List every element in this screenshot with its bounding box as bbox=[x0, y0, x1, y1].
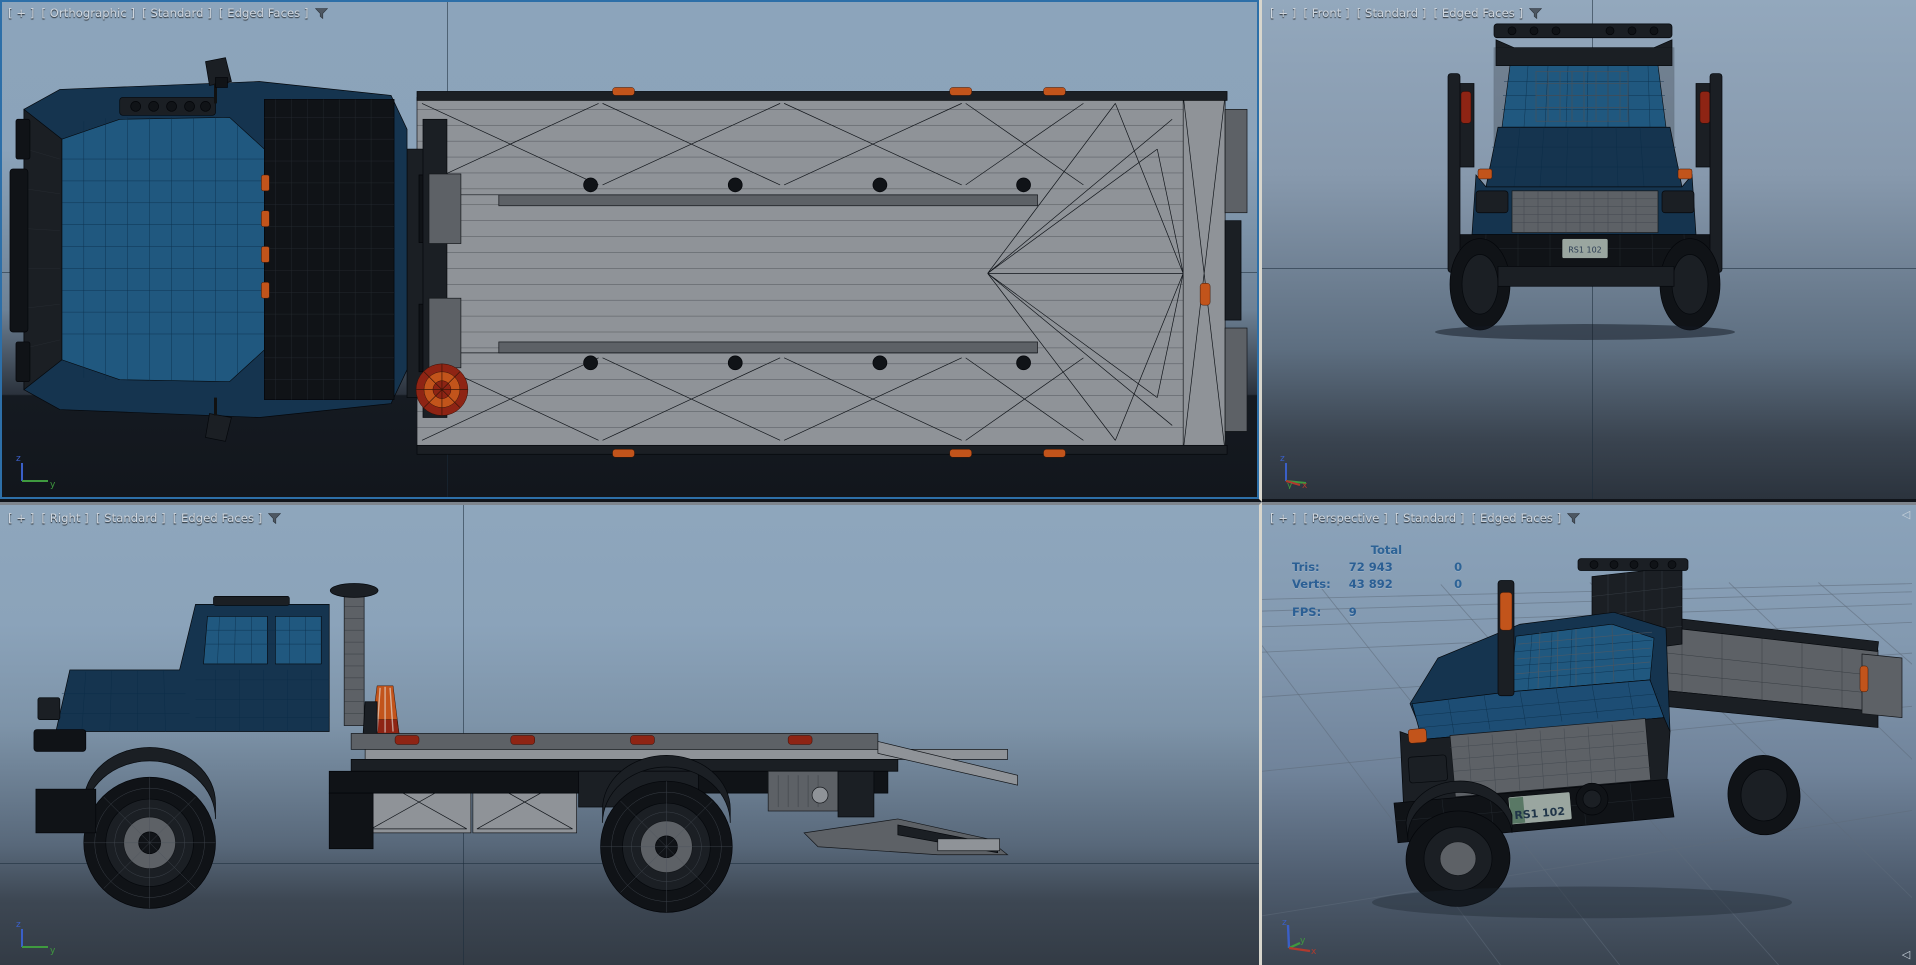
gizmo-axis-x: x bbox=[1311, 947, 1317, 955]
stats-header-spacer bbox=[1292, 541, 1337, 558]
stats-row-verts: Verts: 43 892 0 bbox=[1292, 575, 1468, 592]
label-view-name[interactable]: [ Front ] bbox=[1303, 6, 1350, 20]
stats-header-row: Total bbox=[1292, 541, 1468, 558]
viewport-label-front[interactable]: [ + ] [ Front ] [ Standard ] [ Edged Fac… bbox=[1269, 6, 1543, 20]
label-shading-preset[interactable]: [ Standard ] bbox=[1356, 6, 1427, 20]
viewport-front[interactable]: RS1 102 [ + ] [ bbox=[1262, 0, 1916, 502]
gizmo-axis-z: z bbox=[16, 454, 21, 464]
gizmo-axis-z: z bbox=[1282, 918, 1287, 928]
stats-spacer bbox=[1292, 592, 1468, 603]
gizmo-axis-z: z bbox=[1280, 454, 1285, 464]
label-plus[interactable]: [ + ] bbox=[8, 511, 35, 525]
label-plus[interactable]: [ + ] bbox=[8, 6, 35, 20]
stats-value-tris-selection: 0 bbox=[1454, 559, 1463, 574]
label-shading-preset[interactable]: [ Standard ] bbox=[1394, 511, 1465, 525]
funnel-icon[interactable] bbox=[268, 512, 282, 524]
label-view-name[interactable]: [ Right ] bbox=[41, 511, 89, 525]
label-display-mode[interactable]: [ Edged Faces ] bbox=[218, 6, 309, 20]
funnel-icon[interactable] bbox=[314, 7, 328, 19]
stats-column-header-total: Total bbox=[1370, 542, 1403, 557]
gizmo-axis-y: y bbox=[1287, 481, 1293, 489]
viewport-label-perspective[interactable]: [ + ] [ Perspective ] [ Standard ] [ Edg… bbox=[1269, 511, 1581, 525]
stats-row-tris: Tris: 72 943 0 bbox=[1292, 558, 1468, 575]
axis-gizmo-front: z y x bbox=[1280, 454, 1308, 489]
label-plus[interactable]: [ + ] bbox=[1270, 6, 1297, 20]
viewport-expand-arrow-top[interactable]: ◁ bbox=[1901, 508, 1911, 521]
funnel-icon[interactable] bbox=[1529, 7, 1543, 19]
stats-value-tris-total: 72 943 bbox=[1348, 559, 1393, 574]
axis-gizmo-right: z y bbox=[16, 920, 56, 955]
model-front-view: RS1 102 bbox=[1435, 23, 1735, 340]
label-plus[interactable]: [ + ] bbox=[1270, 511, 1297, 525]
model-perspective-view: RS1 102 bbox=[1372, 558, 1903, 919]
label-display-mode[interactable]: [ Edged Faces ] bbox=[172, 511, 263, 525]
viewport-statistics-overlay: Total Tris: 72 943 0 Verts: 43 892 0 bbox=[1292, 541, 1468, 620]
stats-value-verts-total: 43 892 bbox=[1348, 576, 1393, 591]
viewport-right[interactable]: [ + ] [ Right ] [ Standard ] [ Edged Fac… bbox=[0, 502, 1262, 965]
label-display-mode[interactable]: [ Edged Faces ] bbox=[1471, 511, 1562, 525]
viewport-orthographic[interactable]: [ + ] [ Orthographic ] [ Standard ] [ Ed… bbox=[0, 0, 1262, 502]
stats-value-fps: 9 bbox=[1348, 604, 1357, 619]
label-shading-preset[interactable]: [ Standard ] bbox=[95, 511, 166, 525]
stats-label-verts: Verts: bbox=[1292, 576, 1331, 591]
license-plate-text: RS1 102 bbox=[1514, 805, 1566, 822]
license-plate-text: RS1 102 bbox=[1568, 246, 1602, 255]
gizmo-axis-y: y bbox=[50, 480, 56, 489]
stats-value-verts-selection: 0 bbox=[1454, 576, 1463, 591]
label-shading-preset[interactable]: [ Standard ] bbox=[142, 6, 212, 20]
axis-gizmo-orthographic: z y bbox=[16, 454, 56, 489]
axis-gizmo-perspective: z y x bbox=[1282, 918, 1317, 955]
viewport-expand-arrow-bottom[interactable]: ◁ bbox=[1901, 948, 1911, 961]
viewport-label-right[interactable]: [ + ] [ Right ] [ Standard ] [ Edged Fac… bbox=[7, 511, 282, 525]
gizmo-axis-x: x bbox=[1302, 481, 1308, 489]
stats-row-fps: FPS: 9 bbox=[1292, 603, 1468, 620]
label-display-mode[interactable]: [ Edged Faces ] bbox=[1433, 6, 1524, 20]
model-top-view bbox=[9, 57, 1248, 458]
viewport-label-orthographic[interactable]: [ + ] [ Orthographic ] [ Standard ] [ Ed… bbox=[7, 6, 328, 20]
label-view-name[interactable]: [ Perspective ] bbox=[1303, 511, 1388, 525]
gizmo-axis-z: z bbox=[16, 920, 21, 930]
gizmo-axis-y: y bbox=[1300, 936, 1306, 946]
model-side-view bbox=[33, 583, 1018, 913]
gizmo-axis-y: y bbox=[50, 946, 56, 955]
funnel-icon[interactable] bbox=[1567, 512, 1581, 524]
label-view-name[interactable]: [ Orthographic ] bbox=[41, 6, 136, 20]
viewport-perspective[interactable]: RS1 102 bbox=[1262, 502, 1916, 965]
stats-label-fps: FPS: bbox=[1292, 604, 1322, 619]
stats-label-tris: Tris: bbox=[1292, 559, 1320, 574]
